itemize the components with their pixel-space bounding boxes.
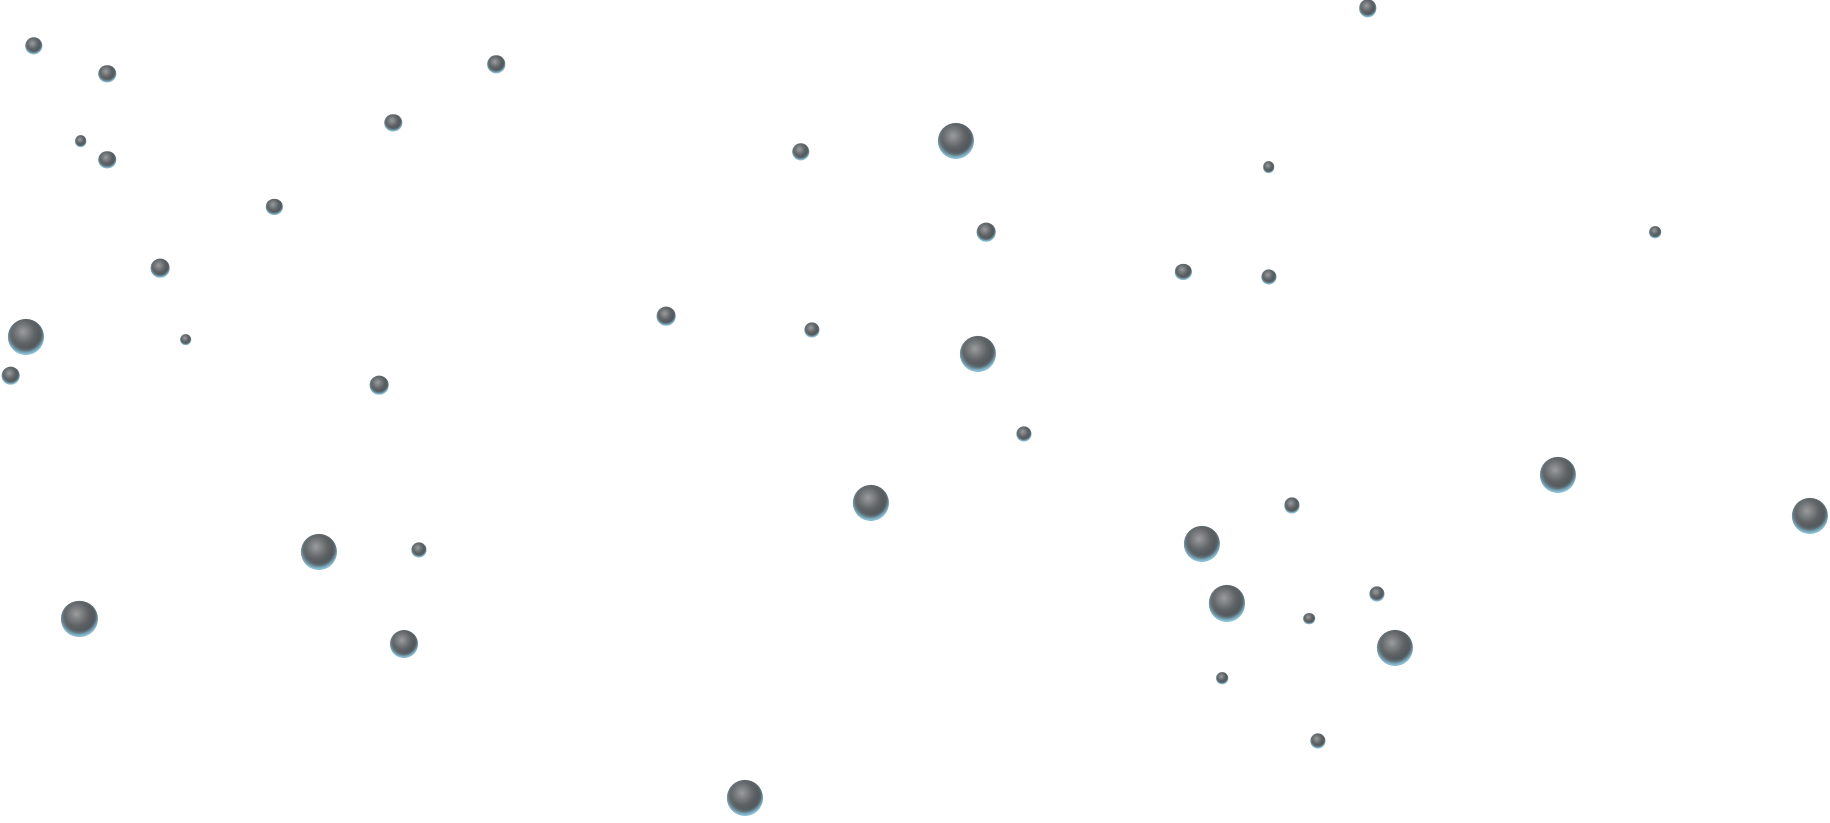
bubble — [1208, 585, 1245, 622]
bubble — [1216, 672, 1228, 684]
bubble — [1015, 426, 1032, 442]
bubble — [300, 533, 337, 571]
bubble — [1539, 456, 1577, 494]
bubble — [1792, 497, 1829, 534]
bubble — [1310, 733, 1326, 749]
bubble — [74, 135, 87, 148]
bubble — [852, 484, 889, 522]
bubble — [266, 198, 283, 215]
bubble — [1262, 161, 1275, 173]
bubble — [1261, 269, 1277, 285]
bubble — [937, 123, 974, 160]
bubble — [1, 366, 20, 386]
bubble — [804, 322, 820, 338]
bubble — [98, 151, 117, 169]
bubble — [1359, 0, 1377, 17]
bubble — [98, 64, 117, 83]
bubble — [1284, 497, 1300, 513]
bubble — [1184, 525, 1221, 562]
bubble — [487, 55, 505, 73]
bubble — [369, 375, 389, 395]
bubble — [959, 335, 997, 372]
bubble — [976, 222, 996, 242]
bubble — [1649, 226, 1661, 239]
bubble — [1175, 263, 1192, 281]
bubble — [389, 630, 418, 659]
bubble — [791, 142, 810, 161]
bubble — [61, 600, 98, 637]
bubble — [726, 780, 763, 817]
bubble — [25, 36, 43, 55]
bubble — [150, 259, 170, 278]
bubble — [179, 333, 192, 346]
bubble — [384, 113, 403, 132]
bubble — [657, 306, 676, 326]
bubble — [411, 542, 427, 558]
bubble — [1303, 612, 1316, 625]
bubble — [7, 319, 44, 356]
bubble — [1376, 629, 1413, 666]
bubble — [1369, 586, 1385, 602]
